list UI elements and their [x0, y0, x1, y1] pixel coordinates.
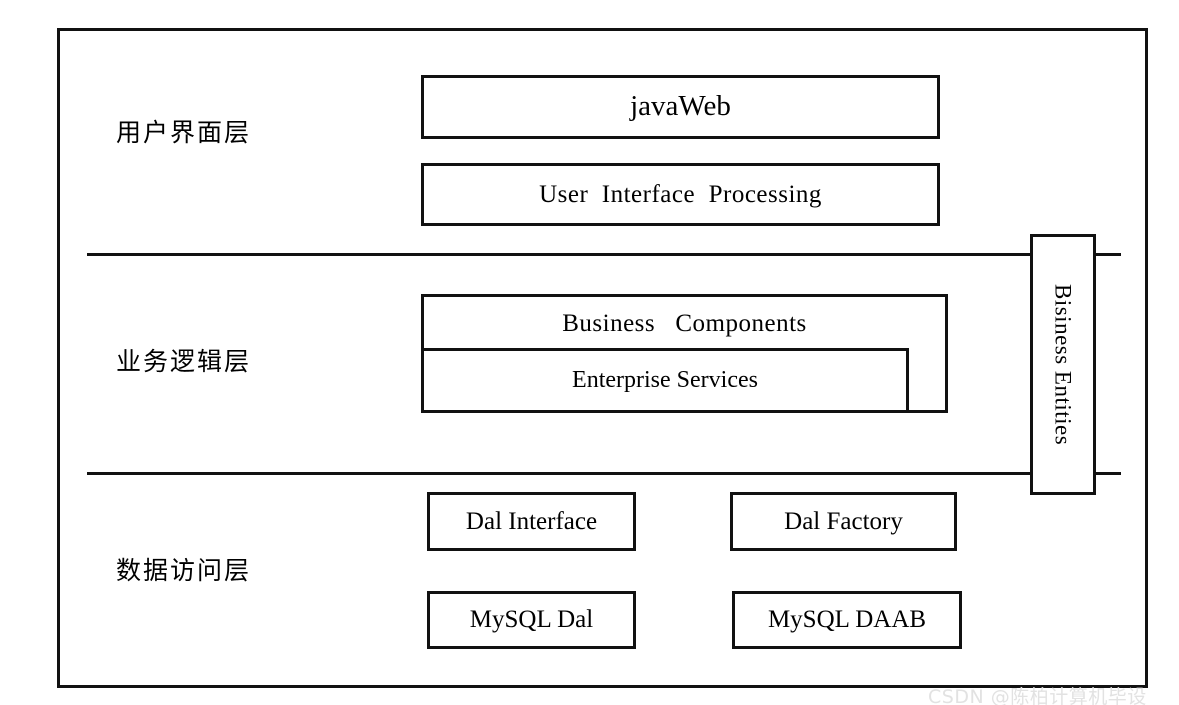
- component-label-business-components: Business Components: [562, 310, 807, 337]
- component-label-javaweb: javaWeb: [630, 90, 731, 123]
- component-box-javaweb[interactable]: javaWeb: [421, 75, 940, 139]
- layer-divider-business-data-right: [1094, 472, 1121, 475]
- component-box-dal-factory[interactable]: Dal Factory: [730, 492, 957, 551]
- component-label-dal-factory: Dal Factory: [784, 507, 903, 535]
- component-label-mysql-dal: MySQL Dal: [469, 606, 594, 634]
- layer-divider-presentation-business-left: [87, 253, 1032, 256]
- layer-divider-presentation-business-right: [1094, 253, 1121, 256]
- component-box-user-interface-processing[interactable]: User Interface Processing: [421, 163, 940, 226]
- component-box-enterprise-services[interactable]: Enterprise Services: [421, 348, 909, 413]
- component-box-mysql-daab[interactable]: MySQL DAAB: [732, 591, 962, 649]
- component-box-business-entities[interactable]: Bisiness Entities: [1030, 234, 1096, 495]
- layer-label-presentation: 用户界面层: [116, 118, 252, 147]
- component-label-user-interface-processing: User Interface Processing: [539, 180, 822, 208]
- component-label-enterprise-services: Enterprise Services: [572, 367, 758, 394]
- component-box-mysql-dal[interactable]: MySQL Dal: [427, 591, 636, 649]
- layer-divider-business-data-left: [87, 472, 1032, 475]
- component-label-dal-interface: Dal Interface: [465, 507, 598, 535]
- component-label-business-entities: Bisiness Entities: [1050, 283, 1076, 446]
- layer-label-business-logic: 业务逻辑层: [116, 347, 252, 376]
- diagram-outer-frame: [57, 28, 1148, 688]
- layer-label-data-access: 数据访问层: [116, 556, 252, 585]
- component-label-mysql-daab: MySQL DAAB: [767, 606, 927, 634]
- component-box-dal-interface[interactable]: Dal Interface: [427, 492, 636, 551]
